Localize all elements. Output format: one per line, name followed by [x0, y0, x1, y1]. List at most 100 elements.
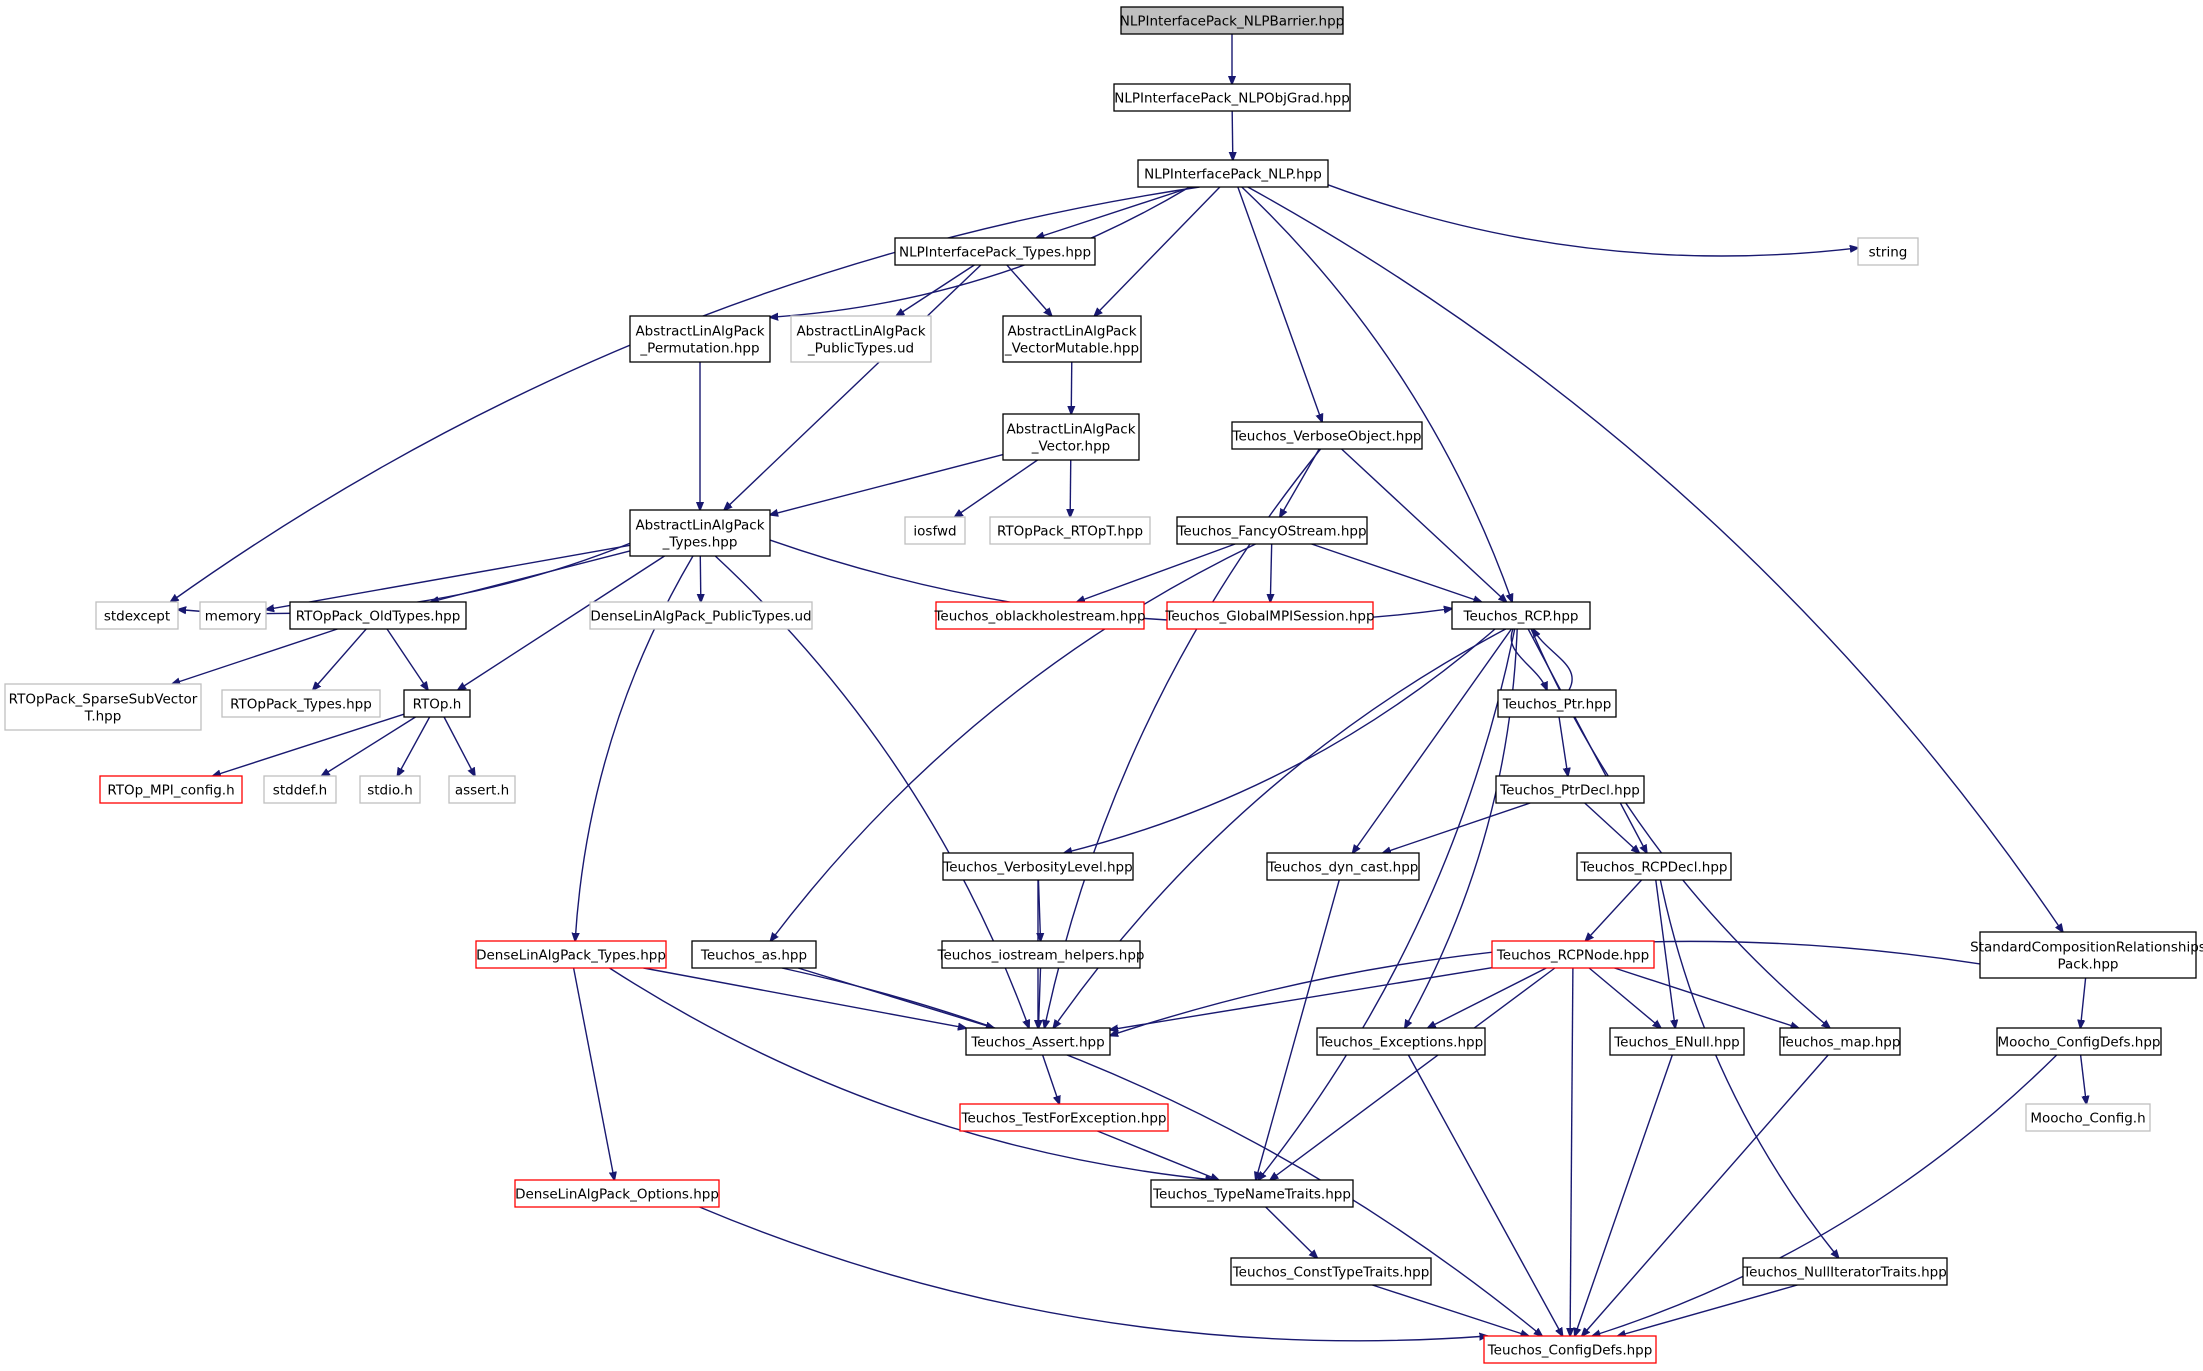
node-label: DenseLinAlgPack_PublicTypes.ud [590, 609, 811, 625]
node-altypes[interactable]: AbstractLinAlgPack_Types.hpp [629, 509, 771, 557]
node-oblackhole[interactable]: Teuchos_oblackholestream.hpp [933, 601, 1146, 630]
node-box [1002, 413, 1140, 461]
node-stdexcept[interactable]: stdexcept [95, 601, 179, 630]
node-box [2025, 1103, 2151, 1132]
node-teuchosas[interactable]: Teuchos_as.hpp [691, 940, 817, 969]
node-globalmpi[interactable]: Teuchos_GlobalMPISession.hpp [1164, 601, 1375, 630]
edge-nlptypes-to-vecmutable [1006, 264, 1052, 316]
node-iostreamhelpers[interactable]: Teuchos_iostream_helpers.hpp [937, 940, 1145, 969]
edge-nlp-to-verboseobj [1237, 186, 1322, 422]
node-rtopt[interactable]: RTOpPack_RTOpT.hpp [989, 516, 1151, 545]
node-asserth[interactable]: assert.h [448, 775, 516, 804]
node-objgrad[interactable]: NLPInterfacePack_NLPObjGrad.hpp [1113, 83, 1351, 112]
edge-nlptypes-to-publictypesud [896, 264, 975, 316]
node-label: _PublicTypes.ud [807, 341, 914, 357]
node-box [199, 601, 267, 630]
node-mooconfigdefs[interactable]: Moocho_ConfigDefs.hpp [1996, 1027, 2162, 1056]
node-string[interactable]: string [1857, 237, 1919, 266]
node-label: Teuchos_oblackholestream.hpp [933, 609, 1145, 625]
node-rcp[interactable]: Teuchos_RCP.hpp [1451, 601, 1591, 630]
node-stddef[interactable]: stddef.h [263, 775, 337, 804]
edge-rcpdecl-to-enull [1655, 879, 1675, 1028]
edge-altypes-to-rtoph [458, 555, 665, 690]
node-box [894, 237, 1096, 266]
node-label: NLPInterfacePack_NLP.hpp [1144, 167, 1322, 183]
node-vector[interactable]: AbstractLinAlgPack_Vector.hpp [1002, 413, 1140, 461]
node-box [1979, 931, 2197, 979]
node-dyncast[interactable]: Teuchos_dyn_cast.hpp [1266, 852, 1420, 881]
nodes-layer: NLPInterfacePack_NLPBarrier.hppNLPInterf… [4, 6, 2203, 1364]
node-label: Teuchos_RCP.hpp [1463, 609, 1579, 625]
node-vecmutable[interactable]: AbstractLinAlgPack_VectorMutable.hpp [1002, 315, 1142, 363]
edge-rcpnode-to-tassert [1110, 966, 1493, 1030]
node-verbosity[interactable]: Teuchos_VerbosityLevel.hpp [942, 852, 1134, 881]
node-exceptions[interactable]: Teuchos_Exceptions.hpp [1316, 1027, 1486, 1056]
node-iosfwd[interactable]: iosfwd [904, 516, 966, 545]
node-nlptypes[interactable]: NLPInterfacePack_Types.hpp [894, 237, 1096, 266]
edge-nlp-to-vecmutable [1094, 186, 1221, 316]
node-consttypetraits[interactable]: Teuchos_ConstTypeTraits.hpp [1230, 1257, 1432, 1286]
node-ptr[interactable]: Teuchos_Ptr.hpp [1497, 689, 1617, 718]
node-box [1266, 852, 1420, 881]
node-rtoptypes[interactable]: RTOpPack_Types.hpp [221, 689, 381, 718]
node-oldtypes[interactable]: RTOpPack_OldTypes.hpp [289, 601, 467, 630]
node-label: _Permutation.hpp [639, 341, 759, 357]
node-barrier[interactable]: NLPInterfacePack_NLPBarrier.hpp [1120, 6, 1345, 35]
node-box [959, 1103, 1169, 1132]
node-box [790, 315, 932, 363]
node-publictypesud[interactable]: AbstractLinAlgPack_PublicTypes.ud [790, 315, 932, 363]
edge-densetypes-to-typenametraits [609, 967, 1213, 1180]
node-tassert[interactable]: Teuchos_Assert.hpp [965, 1027, 1111, 1056]
edge-nlp-to-stdcomp [1247, 186, 2063, 932]
node-box [942, 852, 1134, 881]
node-ptrdecl[interactable]: Teuchos_PtrDecl.hpp [1495, 775, 1645, 804]
node-label: Teuchos_Ptr.hpp [1502, 697, 1612, 713]
node-box [1609, 1027, 1745, 1056]
node-nlp[interactable]: NLPInterfacePack_NLP.hpp [1137, 159, 1329, 188]
node-label: DenseLinAlgPack_Options.hpp [515, 1187, 719, 1203]
node-label: Teuchos_Exceptions.hpp [1318, 1035, 1483, 1051]
node-densetypes[interactable]: DenseLinAlgPack_Types.hpp [475, 940, 667, 969]
node-verboseobj[interactable]: Teuchos_VerboseObject.hpp [1231, 421, 1423, 450]
node-label: RTOpPack_SparseSubVector [9, 692, 198, 708]
node-nulliter[interactable]: Teuchos_NullIteratorTraits.hpp [1742, 1257, 1948, 1286]
node-stdio[interactable]: stdio.h [359, 775, 421, 804]
node-box [1231, 421, 1423, 450]
node-mpiconfig[interactable]: RTOp_MPI_config.h [99, 775, 243, 804]
node-tmap[interactable]: Teuchos_map.hpp [1779, 1027, 1901, 1056]
node-label: Teuchos_iostream_helpers.hpp [937, 948, 1145, 964]
node-box [1996, 1027, 2162, 1056]
edge-consttypetraits-to-configdefs [1372, 1284, 1528, 1336]
edge-fancy-to-oblackhole [1077, 543, 1236, 602]
node-fancy[interactable]: Teuchos_FancyOStream.hpp [1176, 516, 1368, 545]
node-denseoptions[interactable]: DenseLinAlgPack_Options.hpp [514, 1179, 720, 1208]
node-denseud[interactable]: DenseLinAlgPack_PublicTypes.ud [589, 601, 813, 630]
edge-verboseobj-to-fancy [1280, 448, 1320, 517]
node-rcpnode[interactable]: Teuchos_RCPNode.hpp [1491, 940, 1655, 969]
node-box [989, 516, 1151, 545]
edge-denseoptions-to-configdefs [699, 1206, 1487, 1342]
node-box [1316, 1027, 1486, 1056]
node-typenametraits[interactable]: Teuchos_TypeNameTraits.hpp [1150, 1179, 1354, 1208]
edge-testforexc-to-typenametraits [1097, 1130, 1218, 1180]
edge-vector-to-iosfwd [955, 459, 1038, 517]
node-rcpdecl[interactable]: Teuchos_RCPDecl.hpp [1576, 852, 1732, 881]
edge-verboseobj-to-rcp [1341, 448, 1507, 602]
edge-oldtypes-to-rtoptypes [313, 628, 367, 690]
edge-rcp-to-ptr [1510, 628, 1547, 690]
node-rtoph[interactable]: RTOp.h [403, 689, 471, 718]
node-configdefs[interactable]: Teuchos_ConfigDefs.hpp [1483, 1335, 1657, 1364]
node-enull[interactable]: Teuchos_ENull.hpp [1609, 1027, 1745, 1056]
edge-rtoph-to-stddef [322, 716, 416, 776]
node-permutation[interactable]: AbstractLinAlgPack_Permutation.hpp [629, 315, 771, 363]
node-memory[interactable]: memory [199, 601, 267, 630]
node-testforexc[interactable]: Teuchos_TestForException.hpp [959, 1103, 1169, 1132]
edge-ptrdecl-to-dyncast [1383, 802, 1531, 853]
edge-mooconfigdefs-to-mooconfig [2079, 1054, 2087, 1104]
node-mooconfig[interactable]: Moocho_Config.h [2025, 1103, 2151, 1132]
node-label: Teuchos_TestForException.hpp [961, 1111, 1167, 1127]
node-label: RTOp.h [413, 697, 462, 713]
